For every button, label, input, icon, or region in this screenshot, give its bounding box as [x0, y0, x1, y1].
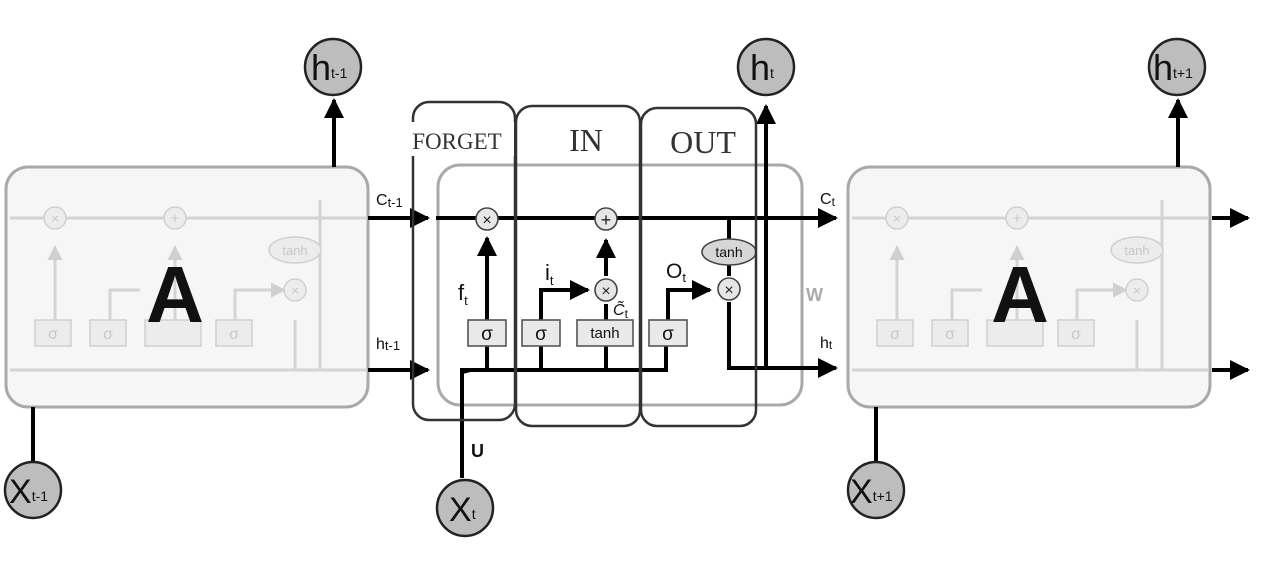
svg-text:σ: σ	[48, 326, 58, 343]
svg-text:σ: σ	[103, 326, 113, 343]
hidden-input-bus	[460, 368, 658, 445]
x-now-input-label: Xt	[449, 491, 476, 529]
input-multiply-icon	[594, 278, 618, 302]
forget-title-bg	[402, 122, 514, 156]
input-x-prev: Xt-1	[3, 460, 63, 520]
h-prev-output-label: ht-1	[311, 47, 348, 88]
h-prev-circle	[303, 37, 363, 97]
svg-text:×: ×	[1133, 283, 1141, 298]
input-gate-path	[539, 280, 590, 320]
out-title: OUT	[670, 124, 736, 160]
output-sigma-gate	[648, 319, 688, 347]
svg-text:+: +	[1013, 210, 1022, 227]
svg-text:×: ×	[51, 211, 59, 226]
c-now-state-label: Ct	[820, 191, 836, 209]
svg-text:σ: σ	[945, 326, 955, 343]
cell-next: × + × tanh σ σ σ A	[846, 165, 1212, 409]
cell-current: × + × × tanh σ σ tanh σ ft it C̃t Ot U W	[368, 104, 838, 461]
h-now-output-label: ht	[750, 47, 774, 88]
forget-title: FORGET	[412, 129, 501, 154]
svg-text:×: ×	[291, 283, 299, 298]
h-now-circle	[736, 37, 796, 97]
out-frame	[639, 106, 758, 428]
add-symbol: +	[601, 210, 612, 230]
tanh-op-label: tanh	[715, 244, 742, 260]
cell-next-label: A	[991, 250, 1049, 339]
in-title: IN	[569, 122, 603, 158]
svg-text:σ: σ	[229, 326, 239, 343]
forget-sigma-label: σ	[481, 324, 493, 345]
cell-current-box	[436, 163, 804, 407]
f-label: ft	[458, 280, 468, 308]
output-sigma-label: σ	[662, 324, 674, 345]
candidate-tanh-gate	[576, 319, 634, 347]
svg-text:σ: σ	[890, 326, 900, 343]
svg-text:σ: σ	[1071, 326, 1081, 343]
i-label: it	[545, 260, 554, 288]
input-x-now: Xt	[435, 478, 495, 538]
add-icon	[594, 207, 618, 231]
output-h-next: ht+1	[1147, 37, 1207, 97]
c-tilde-label: C̃t	[613, 299, 629, 321]
svg-text:×: ×	[893, 211, 901, 226]
cell-next-box	[846, 165, 1212, 409]
output-h-prev: ht-1	[303, 37, 363, 97]
x-next-input-label: Xt+1	[850, 473, 893, 511]
input-sigma-gate	[521, 319, 561, 347]
x-next-circle	[846, 460, 906, 520]
h-prev-state-label: ht-1	[376, 336, 400, 353]
forget-multiply-symbol: ×	[482, 212, 491, 229]
h-next-circle	[1147, 37, 1207, 97]
output-multiply-symbol: ×	[724, 282, 733, 299]
h-out-line	[727, 302, 838, 378]
forget-multiply-icon	[475, 207, 499, 231]
output-gate-path	[666, 280, 712, 320]
x-prev-input-label: Xt-1	[9, 473, 48, 511]
candidate-tanh-label: tanh	[590, 325, 619, 342]
x-now-circle	[435, 478, 495, 538]
input-x-next: Xt+1	[846, 460, 906, 520]
svg-text:tanh: tanh	[282, 243, 307, 258]
input-multiply-symbol: ×	[601, 283, 610, 300]
cell-prev: × + × tanh σ σ σ A	[4, 165, 370, 409]
c-prev-state-label: Ct-1	[376, 192, 403, 210]
weight-u-label: U	[471, 441, 484, 461]
h-next-output-label: ht+1	[1153, 47, 1193, 88]
svg-text:tanh: tanh	[1124, 243, 1149, 258]
output-multiply-icon	[717, 277, 741, 301]
output-h-now: ht	[736, 37, 796, 97]
input-sigma-label: σ	[535, 324, 547, 345]
cell-prev-box	[4, 165, 370, 409]
cell-prev-label: A	[146, 250, 204, 339]
o-label: Ot	[666, 260, 686, 285]
weight-w-label: W	[806, 285, 823, 305]
x-prev-circle	[3, 460, 63, 520]
h-now-state-label: ht	[820, 335, 833, 352]
svg-text:+: +	[171, 210, 180, 227]
forget-sigma-gate	[467, 319, 507, 347]
